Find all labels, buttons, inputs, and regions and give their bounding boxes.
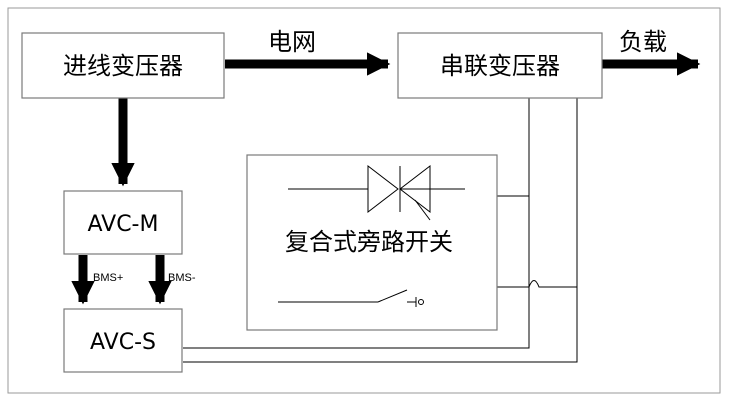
bms-plus-label: BMS+ [93, 272, 123, 284]
bms-minus-label: BMS- [168, 272, 196, 284]
bypass-switch-box [246, 154, 498, 331]
outer-frame [7, 7, 721, 394]
avc-s-label: AVC-S [90, 330, 156, 355]
load-label: 负载 [619, 28, 667, 56]
incoming-transformer-box [21, 32, 225, 99]
incoming-transformer-label: 进线变压器 [63, 52, 183, 80]
series-to-bypass-wire-1 [183, 98, 530, 349]
avc-m-box [63, 190, 183, 255]
series-transformer-label: 串联变压器 [440, 52, 560, 80]
mechanical-switch-icon [278, 289, 424, 307]
bypass-switch-label: 复合式旁路开关 [285, 228, 453, 256]
avc-m-label: AVC-M [88, 212, 159, 237]
grid-label: 电网 [268, 28, 316, 56]
series-to-bypass-wire-2 [183, 98, 578, 363]
thyristor-icon [288, 164, 465, 221]
avc-s-box [63, 308, 183, 373]
bypass-switch-tap [497, 280, 577, 288]
series-transformer-box [397, 32, 603, 99]
